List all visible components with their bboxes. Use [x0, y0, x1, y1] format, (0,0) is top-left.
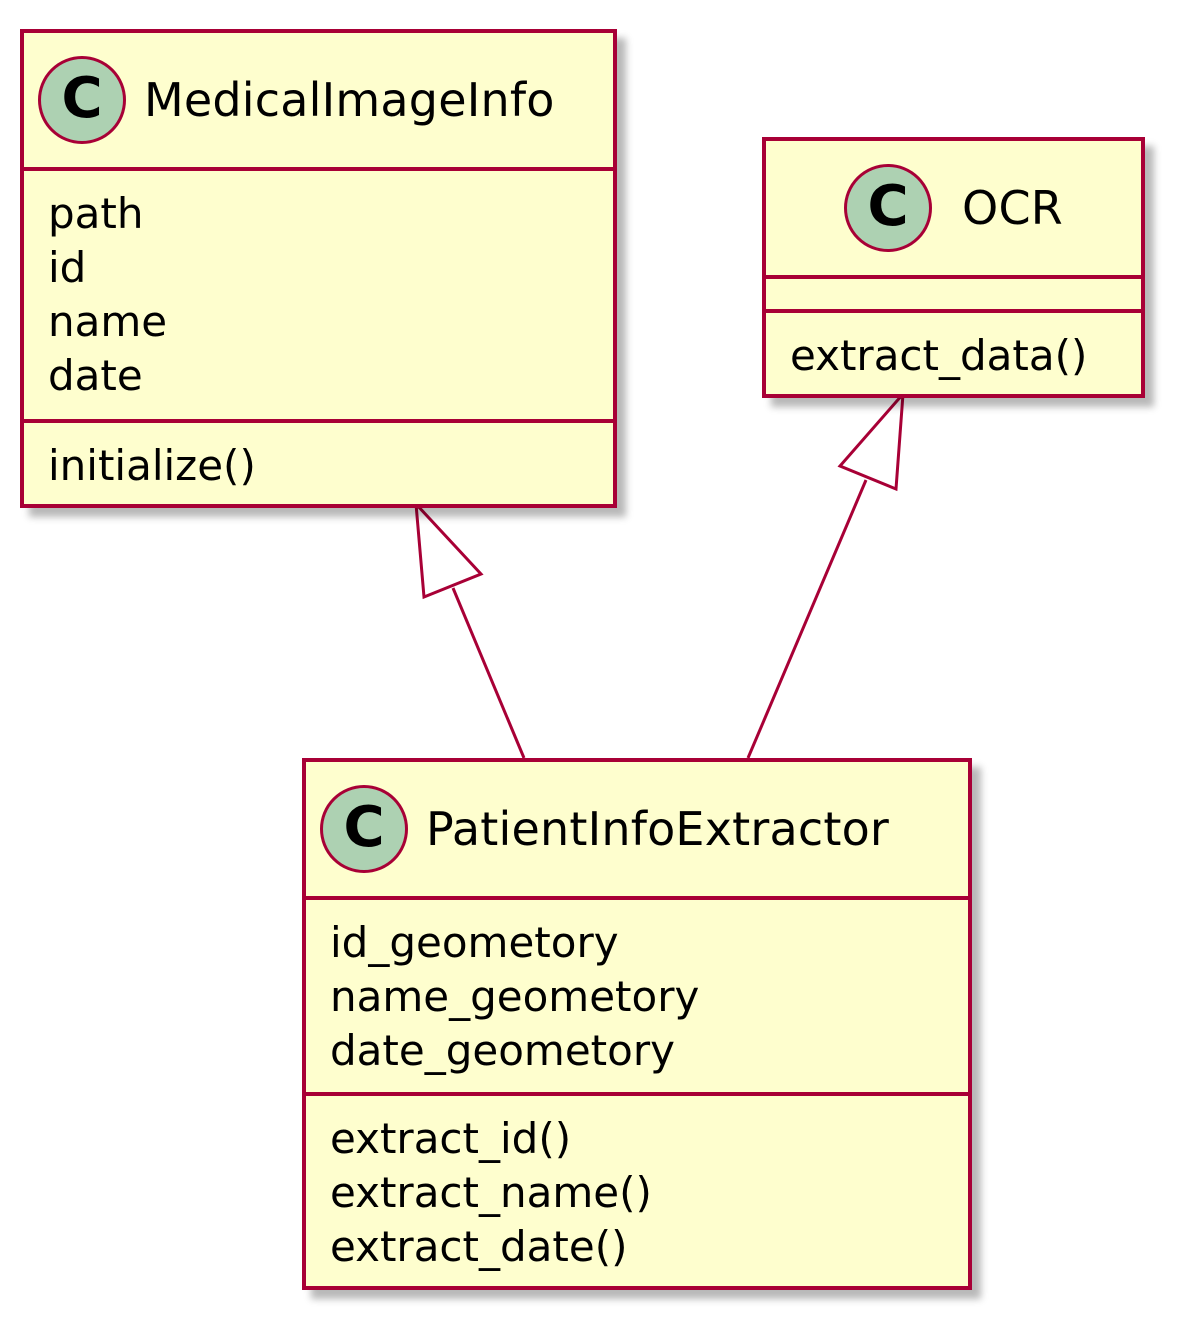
method: extract_name() [330, 1168, 652, 1217]
inheritance-arrowhead-medicalimageinfo [414, 499, 484, 600]
class-name: OCR [962, 181, 1063, 235]
attribute: date_geometory [330, 1026, 675, 1075]
attribute: path [48, 189, 144, 238]
class-name: MedicalImageInfo [144, 73, 555, 127]
methods-section: extract_id() extract_name() extract_date… [306, 1096, 968, 1274]
attribute: name [48, 297, 168, 346]
class-header: C MedicalImageInfo [24, 33, 613, 171]
inheritance-arrowhead-ocr [837, 389, 905, 492]
attributes-section: path id name date [24, 171, 613, 423]
attribute: name_geometory [330, 972, 700, 1021]
class-badge-icon: C [38, 56, 126, 144]
class-stereotype: C [343, 795, 385, 860]
attribute: id [48, 243, 87, 292]
class-patientinfoextractor[interactable]: C PatientInfoExtractor id_geometory name… [302, 758, 972, 1290]
methods-section: initialize() [24, 423, 613, 493]
class-medicalimageinfo[interactable]: C MedicalImageInfo path id name date ini… [20, 29, 617, 508]
inheritance-line-medicalimageinfo [451, 587, 526, 759]
inheritance-line-ocr [746, 479, 868, 759]
class-header: C OCR [766, 141, 1141, 279]
attributes-section: id_geometory name_geometory date_geometo… [306, 900, 968, 1096]
method: extract_id() [330, 1114, 572, 1163]
attribute: date [48, 351, 143, 400]
attributes-section [766, 279, 1141, 313]
class-ocr[interactable]: C OCR extract_data() [762, 137, 1145, 398]
attribute: id_geometory [330, 918, 619, 967]
method: extract_data() [790, 331, 1088, 380]
class-badge-icon: C [320, 785, 408, 873]
method: initialize() [48, 441, 256, 490]
class-badge-icon: C [844, 164, 933, 252]
class-stereotype: C [61, 66, 103, 131]
method: extract_date() [330, 1222, 628, 1271]
class-name: PatientInfoExtractor [426, 802, 890, 856]
class-stereotype: C [867, 174, 909, 239]
methods-section: extract_data() [766, 313, 1141, 383]
class-header: C PatientInfoExtractor [306, 762, 968, 900]
